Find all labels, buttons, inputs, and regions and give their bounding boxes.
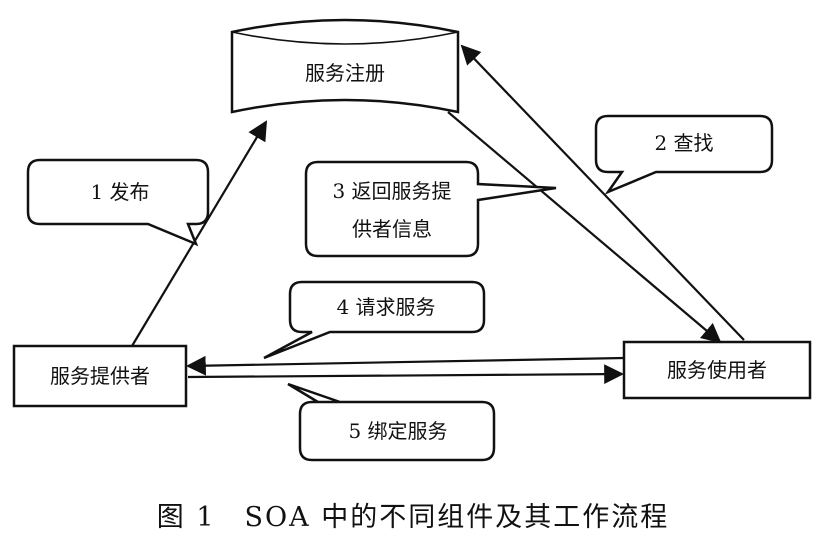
- publish-callout: 1 发布: [26, 158, 210, 247]
- request-label: 4 请求服务: [336, 295, 435, 319]
- return-callout: 3 返回服务提 供者信息: [304, 160, 557, 258]
- bind-label: 5 绑定服务: [348, 419, 447, 443]
- find-label: 2 查找: [654, 131, 713, 155]
- consumer-node: 服务使用者: [622, 340, 812, 400]
- request-arrow: [186, 355, 625, 376]
- return-label-line2: 供者信息: [352, 217, 432, 241]
- registry-label: 服务注册: [305, 61, 385, 85]
- bind-arrow: [187, 364, 624, 385]
- return-label-line1: 3 返回服务提: [332, 179, 451, 203]
- find-arrow: [460, 44, 745, 341]
- figure-caption: 图 1 SOA 中的不同组件及其工作流程: [157, 502, 669, 533]
- publish-arrow: [131, 120, 268, 347]
- find-callout: 2 查找: [594, 114, 774, 195]
- publish-label: 1 发布: [90, 180, 149, 204]
- provider-label: 服务提供者: [50, 364, 150, 388]
- registry-node: 服务注册: [230, 18, 460, 114]
- provider-node: 服务提供者: [12, 344, 188, 408]
- return-arrow: [447, 111, 722, 344]
- bind-callout: 5 绑定服务: [287, 382, 496, 462]
- request-callout: 4 请求服务: [263, 280, 486, 360]
- consumer-label: 服务使用者: [667, 358, 767, 382]
